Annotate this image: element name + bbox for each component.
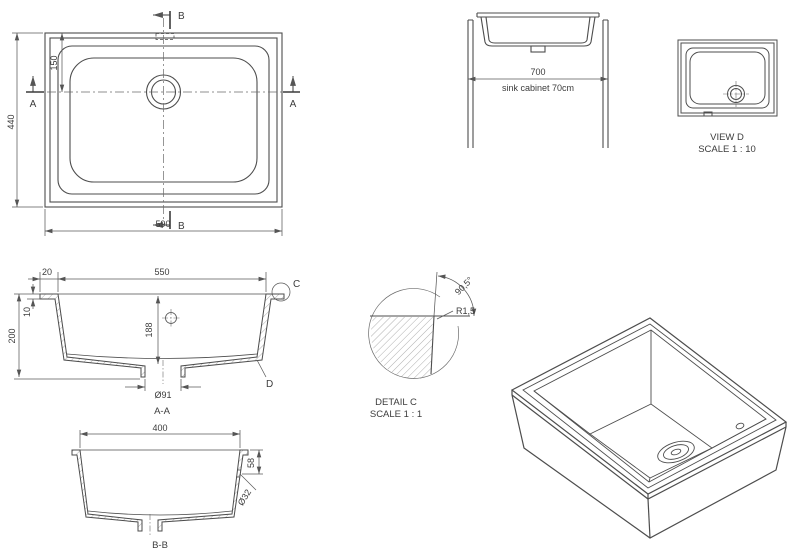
cabinet-caption: sink cabinet 70cm	[502, 83, 574, 93]
view-d-title: VIEW D	[710, 132, 744, 143]
bowl-inner-front	[485, 16, 591, 44]
section-b-label-bottom: B	[178, 221, 185, 232]
detail-c-boundary	[368, 288, 459, 379]
top-view-centerlines	[30, 18, 298, 222]
dim-200: 200	[7, 328, 17, 343]
section-a-a: 20 550 188 200 10 Ø91 C D A-A	[7, 267, 300, 417]
section-markers	[26, 11, 300, 229]
callout-c-label: C	[293, 279, 300, 290]
section-b-label-top: B	[178, 11, 185, 22]
dim-590: 590	[155, 219, 170, 229]
cabinet-left-panel	[467, 19, 474, 148]
iso-bowl-corner-edges	[533, 330, 767, 483]
view-d: VIEW D SCALE 1 : 10	[677, 39, 778, 155]
iso-bowl	[522, 323, 777, 489]
section-bb-visible-edges	[80, 449, 241, 516]
dim-58: 58	[246, 458, 256, 468]
detail-edge-face	[430, 315, 435, 375]
bb-overflow-hole	[236, 469, 241, 478]
dim-150: 150	[49, 55, 59, 70]
radius-leader	[436, 310, 454, 320]
top-view: B B A A 590 440 150	[6, 11, 300, 236]
view-d-bowl	[685, 47, 770, 109]
section-aa-dimension-lines	[14, 272, 291, 391]
view-d-outer	[677, 39, 778, 117]
iso-drain	[657, 440, 695, 464]
callout-d-label: D	[266, 379, 273, 390]
iso-overflow-hole	[735, 422, 745, 430]
detail-c-scale: SCALE 1 : 1	[370, 409, 422, 420]
bb-right-wall-cut	[157, 449, 249, 532]
dim-700: 700	[530, 67, 545, 77]
overflow-leader	[239, 473, 257, 491]
section-bb-material	[71, 449, 249, 532]
overflow-hidden-edge	[155, 33, 175, 40]
detail-c-callout-circle	[271, 282, 291, 302]
view-d-waste-mark	[703, 111, 713, 117]
waste-stub-front	[530, 45, 546, 53]
dim-radius: R1,5	[456, 306, 475, 316]
iso-outer	[510, 317, 788, 539]
detail-c-edges	[370, 315, 470, 375]
iso-rim-band-edges	[511, 390, 787, 499]
d-leader	[256, 359, 267, 378]
dim-400: 400	[152, 423, 167, 433]
top-view-dimension-lines	[12, 32, 283, 236]
dim-550: 550	[154, 267, 169, 277]
section-a-label-right: A	[290, 99, 297, 110]
aa-left-wall-cut	[39, 293, 146, 378]
dim-188: 188	[144, 322, 154, 337]
view-d-rim	[680, 42, 775, 114]
sink-rim-front	[476, 12, 600, 18]
detail-c-material-hatch	[370, 317, 433, 380]
angle-extension	[433, 271, 438, 317]
view-d-bowl-bottom	[689, 51, 766, 105]
section-a-label-left: A	[30, 99, 37, 110]
dim-440: 440	[6, 114, 16, 129]
aa-back-bottom-edge	[66, 353, 258, 359]
dim-20: 20	[42, 267, 52, 277]
iso-rim-inner-line	[522, 323, 777, 489]
section-bb-dimension-lines	[79, 430, 263, 491]
isometric-view	[510, 317, 788, 539]
view-d-geometry	[677, 39, 778, 117]
view-d-scale: SCALE 1 : 10	[698, 144, 756, 155]
bb-left-wall-cut	[71, 449, 143, 532]
section-b-b: 400 58 Ø32 B-B	[71, 423, 263, 551]
view-d-centerlines	[723, 81, 749, 107]
section-aa-label: A-A	[154, 406, 171, 417]
dim-10: 10	[22, 307, 32, 317]
cabinet-right-panel	[602, 19, 609, 148]
bb-back-bottom-edge	[87, 510, 233, 516]
angle-arc	[437, 274, 477, 317]
dim-drain-91: Ø91	[154, 390, 171, 400]
section-aa-centerlines	[162, 309, 180, 384]
detail-c-dimension-lines	[433, 271, 477, 320]
section-bb-label: B-B	[152, 540, 168, 551]
detail-c-title: DETAIL C	[375, 397, 417, 408]
iso-front-corner-edge	[647, 498, 651, 539]
view-d-drain-inner	[730, 88, 742, 100]
cabinet-view-geometry	[467, 12, 609, 148]
cabinet-front-view: 700 sink cabinet 70cm	[467, 12, 609, 148]
